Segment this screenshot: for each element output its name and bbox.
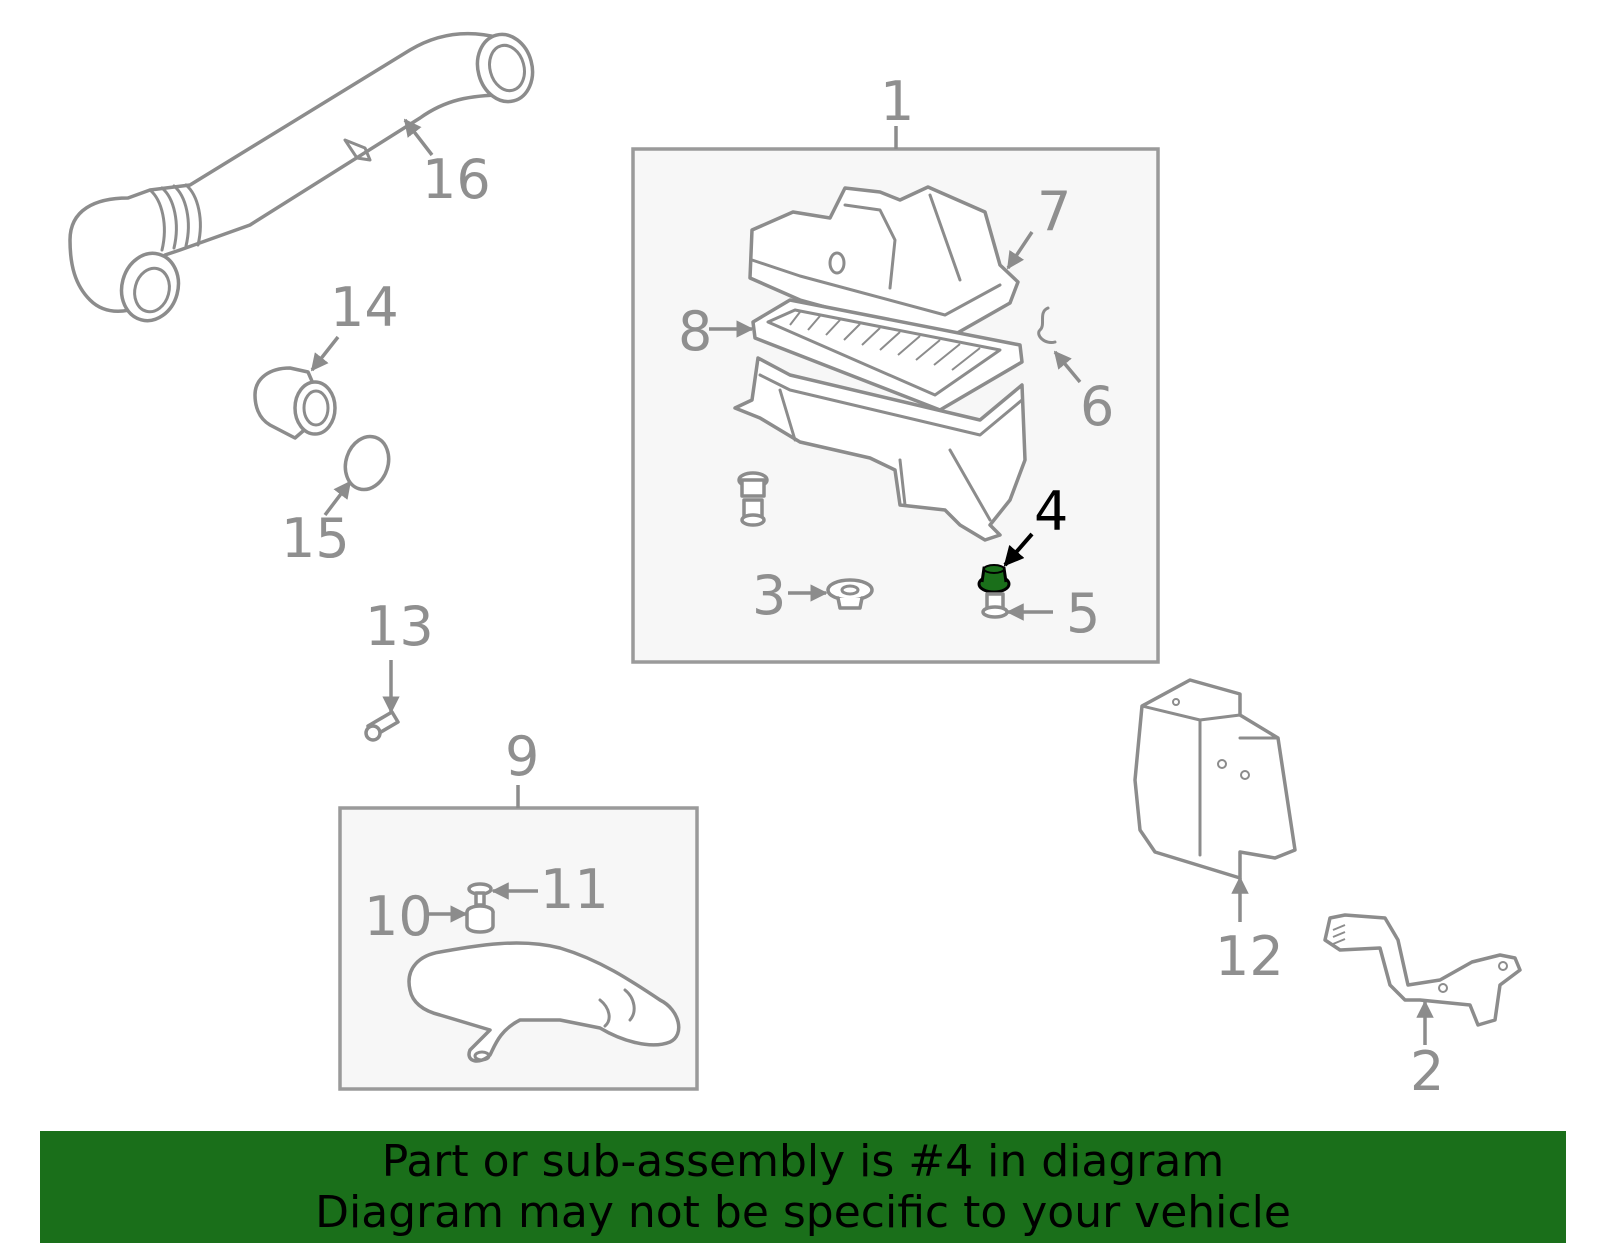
callout-8: 8 [678, 300, 712, 363]
filter-element-part-8[interactable] [751, 298, 1024, 412]
leader-14 [310, 335, 340, 372]
intake-hose-part-16[interactable] [68, 28, 540, 327]
bushing-part-10[interactable] [465, 904, 495, 934]
leader-4 [1003, 532, 1034, 567]
leader-6 [1053, 350, 1082, 384]
leader-15 [323, 480, 352, 517]
bracket-part-2[interactable] [1323, 913, 1522, 1027]
shield-part-12[interactable] [1133, 678, 1297, 880]
grommet-pair [737, 471, 769, 527]
callout-15: 15 [281, 507, 350, 570]
parts-diagram: 16 14 15 13 1 7 8 [68, 28, 1522, 1103]
callout-7: 7 [1037, 180, 1071, 243]
callout-4: 4 [1034, 480, 1068, 543]
banner-line-1: Part or sub-assembly is #4 in diagram [381, 1136, 1225, 1187]
callout-2: 2 [1410, 1040, 1444, 1103]
airflow-sensor-part-14[interactable] [253, 366, 337, 440]
callout-9: 9 [505, 725, 539, 788]
callout-11: 11 [540, 858, 609, 921]
leader-16 [403, 118, 434, 157]
callout-10: 10 [364, 885, 433, 948]
banner-line-2: Diagram may not be specific to your vehi… [315, 1187, 1291, 1238]
callout-6: 6 [1080, 375, 1114, 438]
lower-case [733, 356, 1027, 542]
intake-duct [407, 941, 681, 1063]
sensor-part-13[interactable] [364, 710, 400, 742]
o-ring-part-15[interactable] [339, 431, 396, 495]
callout-13: 13 [365, 595, 434, 658]
callout-16: 16 [422, 148, 491, 211]
callout-3: 3 [752, 564, 786, 627]
highlighted-grommet-part-4[interactable] [977, 564, 1011, 594]
collar-part-5[interactable] [981, 592, 1009, 619]
callout-5: 5 [1066, 582, 1100, 645]
leader-7 [1006, 231, 1034, 270]
clip-part-6[interactable] [1037, 306, 1057, 345]
callout-1: 1 [880, 70, 914, 133]
grommet-part-3[interactable] [826, 578, 874, 610]
notice-banner: Part or sub-assembly is #4 in diagram Di… [40, 1131, 1566, 1243]
callout-12: 12 [1215, 925, 1284, 988]
callout-14: 14 [330, 276, 399, 339]
